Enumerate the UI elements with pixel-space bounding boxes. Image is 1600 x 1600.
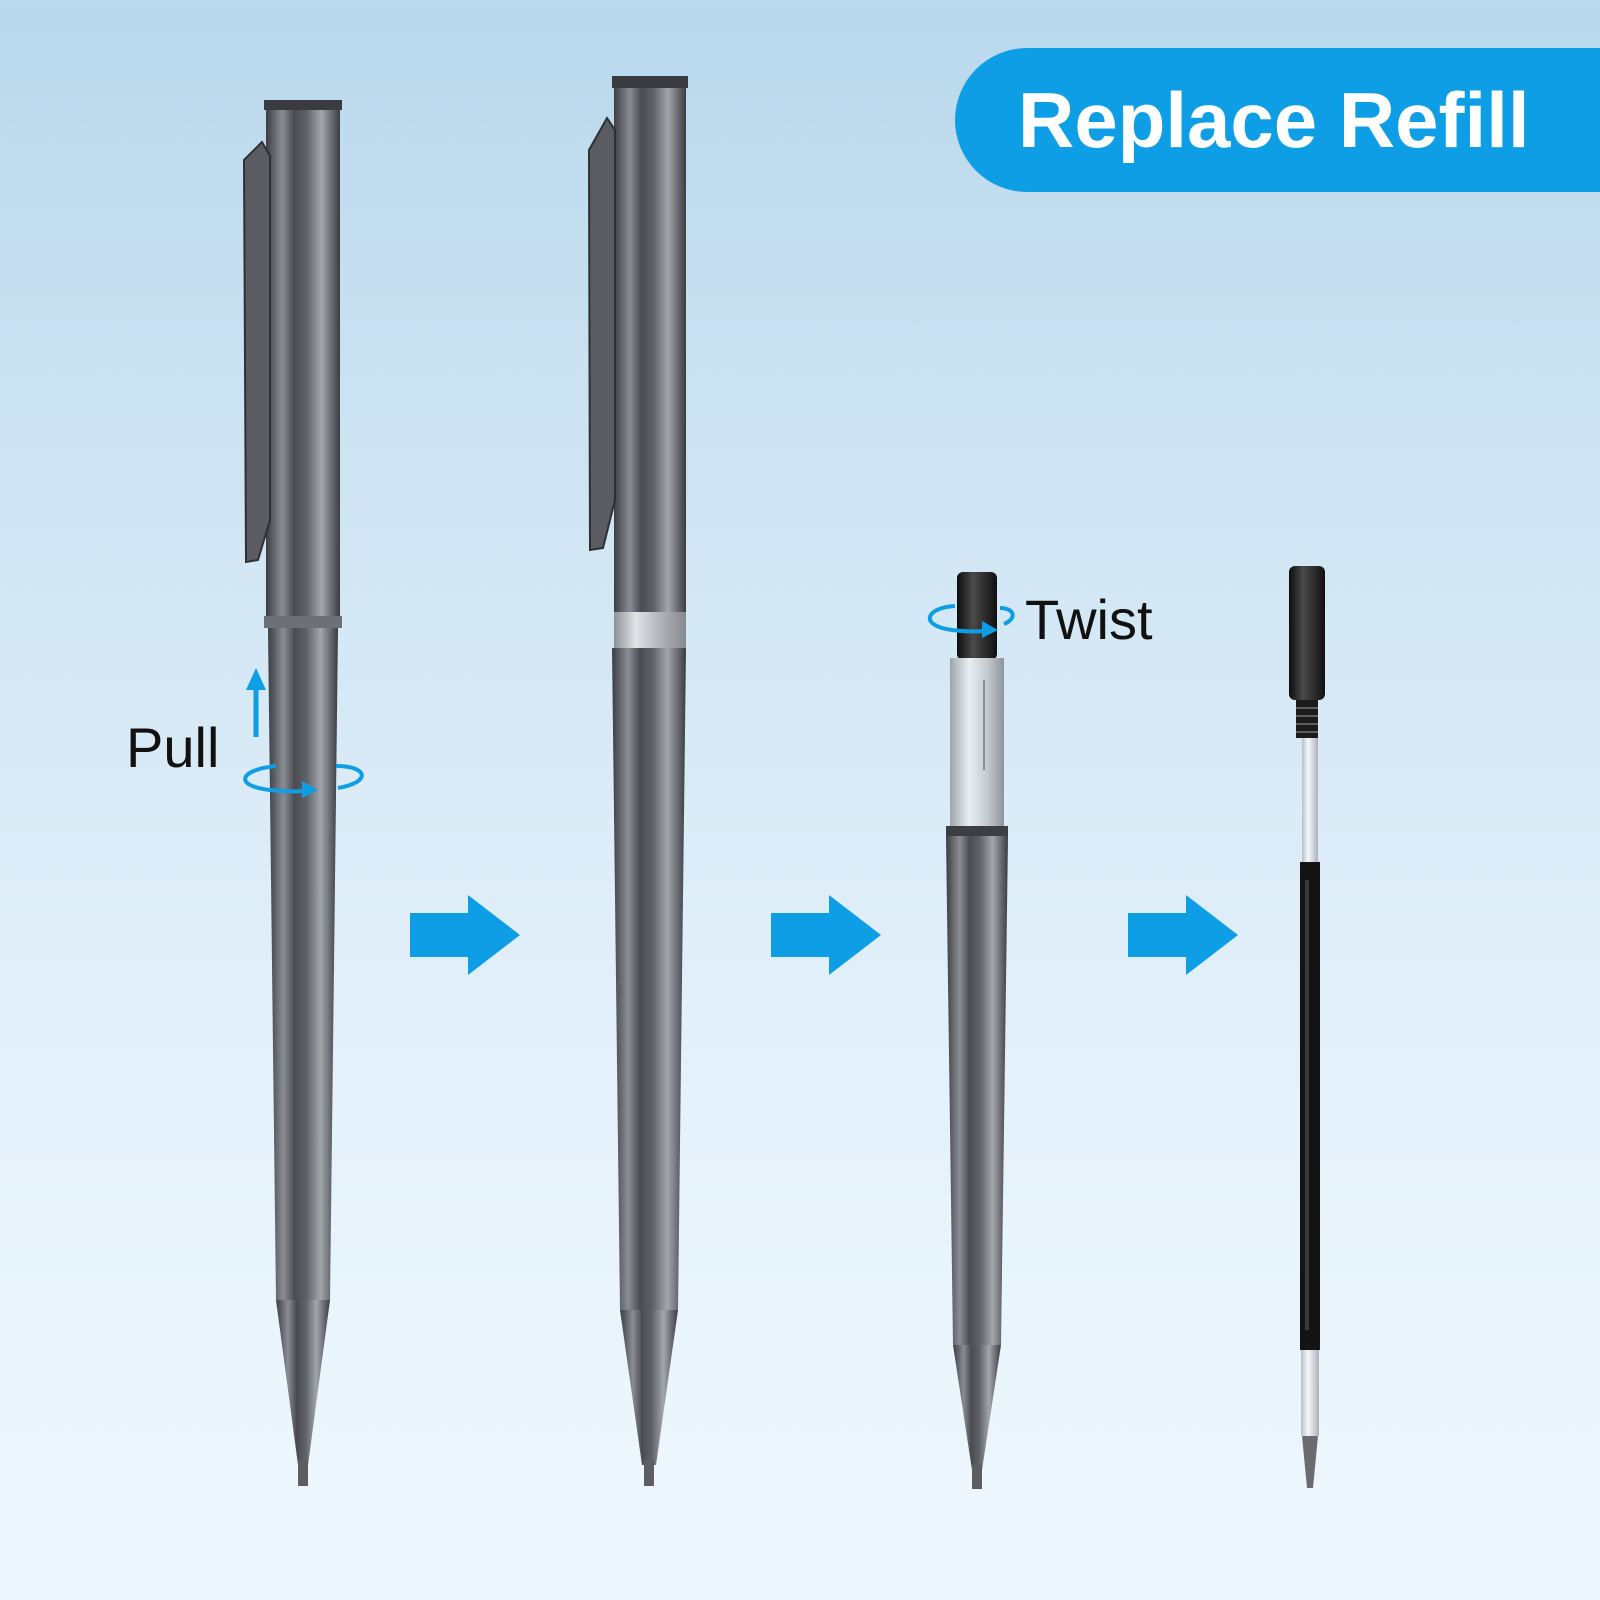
rotate-icon	[927, 604, 1015, 638]
refill-knob	[1289, 566, 1325, 700]
pen-barrel	[612, 648, 686, 1310]
pen-cap-top	[612, 76, 688, 88]
refill-sleeve	[950, 658, 1004, 826]
refill-clear-tube	[1302, 738, 1318, 862]
right-arrow-icon	[1128, 895, 1238, 975]
rotate-icon	[243, 764, 364, 798]
pen-inner-band	[614, 612, 686, 648]
twist-label: Twist	[1025, 588, 1153, 651]
refill-spring	[1296, 700, 1318, 738]
pull-label: Pull	[126, 716, 220, 779]
pen-tip	[953, 1345, 1001, 1470]
pen-cap-removed	[587, 76, 688, 1486]
refill-clear-tip	[1301, 1350, 1319, 1436]
pen-point	[644, 1460, 654, 1486]
pen-point	[298, 1460, 308, 1486]
page-title: Replace Refill	[1018, 76, 1530, 164]
pen-clip	[242, 140, 271, 564]
refill	[1289, 566, 1325, 1488]
pen-cap-top	[264, 100, 342, 110]
pen-assembled	[242, 100, 342, 1486]
pen-lower-barrel	[946, 572, 1008, 1489]
pull-indicator	[243, 668, 364, 798]
pen-point	[972, 1465, 982, 1489]
pen-cap	[266, 102, 340, 622]
pen-tip	[276, 1300, 330, 1465]
twist-indicator	[927, 604, 1015, 638]
pen-clip	[587, 116, 616, 552]
refill-ink-tube	[1300, 862, 1320, 1350]
pen-joint	[264, 616, 342, 628]
right-arrow-icon	[410, 895, 520, 975]
pen-tip	[620, 1310, 678, 1465]
pen-cap	[614, 78, 686, 618]
up-arrow-icon	[246, 668, 266, 690]
refill-point	[1302, 1436, 1318, 1488]
title-banner	[955, 48, 1600, 192]
right-arrow-icon	[771, 895, 881, 975]
pen-barrel	[268, 628, 338, 1300]
twist-knob	[957, 572, 997, 660]
pen-barrel	[946, 836, 1008, 1345]
